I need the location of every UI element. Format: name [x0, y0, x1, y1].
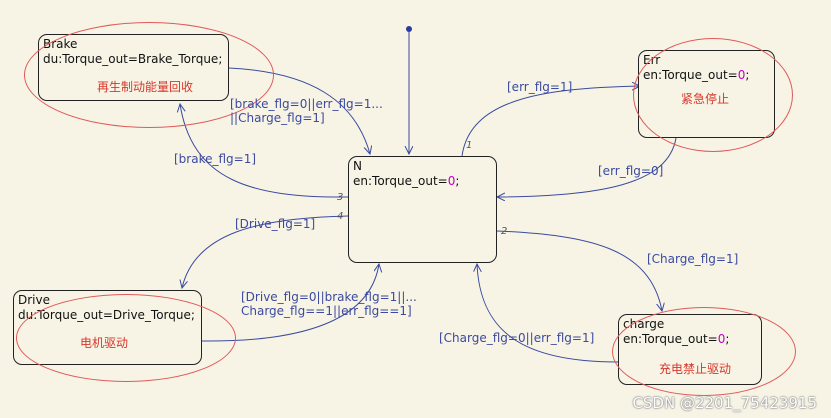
state-n[interactable]: N en:Torque_out=0;	[348, 156, 497, 263]
label-n-to-err[interactable]: [err_flg=1]	[507, 80, 573, 94]
transition-n-to-err[interactable]	[461, 86, 640, 157]
label-n-to-charge[interactable]: [Charge_flg=1]	[647, 252, 739, 266]
label-charge-to-n[interactable]: [Charge_flg=0||err_flg=1]	[439, 331, 595, 345]
transition-number-1: 1	[466, 140, 473, 151]
state-drive-name: Drive	[18, 293, 50, 307]
state-charge-note: 充电禁止驱动	[659, 362, 732, 376]
state-brake-note: 再生制动能量回收	[97, 80, 194, 94]
default-transition-dot	[406, 26, 412, 32]
state-err-action: en:Torque_out=0;	[643, 68, 750, 82]
label-drive-to-n-line2[interactable]: Charge_flg==1||err_flg==1]	[241, 304, 412, 318]
state-drive-action: du:Torque_out=Drive_Torque;	[18, 308, 195, 322]
transition-number-4: 4	[337, 211, 344, 222]
state-n-name: N	[353, 159, 362, 173]
state-charge-name: charge	[623, 317, 665, 331]
state-n-action: en:Torque_out=0;	[353, 174, 460, 188]
label-brake-to-n-line2[interactable]: ||Charge_flg=1]	[230, 111, 325, 125]
transition-number-2: 2	[501, 226, 508, 237]
state-brake-name: Brake	[43, 37, 78, 51]
state-charge-action: en:Torque_out=0;	[623, 332, 730, 346]
watermark: CSDN @2201_75423915	[632, 394, 817, 412]
state-err-note: 紧急停止	[681, 92, 730, 106]
label-n-to-drive[interactable]: [Drive_flg=1]	[235, 217, 316, 231]
state-brake[interactable]: Brake du:Torque_out=Brake_Torque; 再生制动能量…	[38, 34, 229, 101]
state-drive[interactable]: Drive du:Torque_out=Drive_Torque; 电机驱动	[13, 290, 202, 365]
state-err[interactable]: Err en:Torque_out=0; 紧急停止	[638, 50, 775, 138]
transition-charge-to-n[interactable]	[477, 264, 619, 363]
label-brake-to-n-line1[interactable]: [brake_flg=0||err_flg=1...	[230, 97, 383, 111]
transition-brake-to-n[interactable]	[228, 67, 370, 154]
state-drive-note: 电机驱动	[80, 336, 129, 350]
transition-drive-to-n[interactable]	[201, 264, 379, 342]
state-err-name: Err	[643, 53, 661, 67]
label-err-to-n[interactable]: [err_flg=0]	[598, 164, 664, 178]
label-drive-to-n-line1[interactable]: [Drive_flg=0||brake_flg=1||...	[241, 290, 417, 304]
transition-err-to-n[interactable]	[497, 137, 677, 197]
state-n-action-value: 0	[447, 174, 456, 188]
state-brake-action: du:Torque_out=Brake_Torque;	[43, 52, 223, 66]
transition-n-to-brake[interactable]	[180, 104, 349, 198]
label-n-to-brake[interactable]: [brake_flg=1]	[174, 152, 257, 166]
state-err-action-value: 0	[737, 68, 746, 82]
state-charge-action-value: 0	[717, 332, 726, 346]
state-charge[interactable]: charge en:Torque_out=0; 充电禁止驱动	[618, 314, 762, 385]
transition-n-to-charge[interactable]	[496, 230, 662, 311]
transition-number-3: 3	[337, 192, 344, 203]
transition-n-to-drive[interactable]	[182, 215, 349, 288]
